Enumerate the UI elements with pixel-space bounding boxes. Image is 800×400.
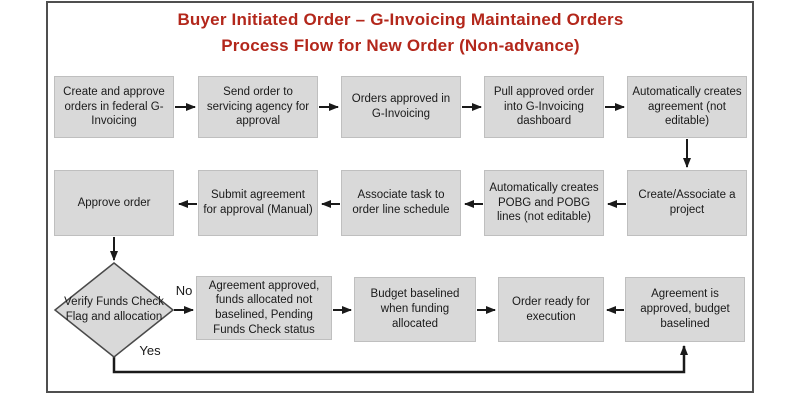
node-associate-task-order-line: Associate task to order line schedule: [341, 170, 461, 236]
branch-label-yes: Yes: [139, 343, 161, 358]
node-pull-approved-order-dashboard: Pull approved order into G-Invoicing das…: [484, 76, 604, 138]
node-send-order-servicing-agency: Send order to servicing agency for appro…: [198, 76, 318, 138]
node-auto-creates-pobg-lines: Automatically creates POBG and POBG line…: [484, 170, 604, 236]
node-order-ready-execution: Order ready for execution: [498, 277, 604, 342]
decision-verify-funds-check: Verify Funds Check Flag and allocation: [64, 296, 164, 323]
node-create-approve-orders: Create and approve orders in federal G-I…: [54, 76, 174, 138]
node-approve-order: Approve order: [54, 170, 174, 236]
node-create-associate-project: Create/Associate a project: [627, 170, 747, 236]
node-budget-baselined-when-funding: Budget baselined when funding allocated: [354, 277, 476, 342]
diagram-title: Buyer Initiated Order – G-Invoicing Main…: [47, 7, 754, 59]
branch-label-no: No: [175, 283, 193, 298]
arrow-decision-yes-to-r3c4: [112, 345, 688, 374]
node-agreement-approved-budget-baselined: Agreement is approved, budget baselined: [625, 277, 745, 342]
decision-diamond-shape: [53, 262, 175, 358]
node-orders-approved-ginvoicing: Orders approved in G-Invoicing: [341, 76, 461, 138]
node-submit-agreement-approval: Submit agreement for approval (Manual): [198, 170, 318, 236]
title-line-2: Process Flow for New Order (Non-advance): [221, 36, 580, 55]
node-auto-creates-agreement: Automatically creates agreement (not edi…: [627, 76, 747, 138]
title-line-1: Buyer Initiated Order – G-Invoicing Main…: [177, 10, 624, 29]
node-agreement-approved-pending-funds: Agreement approved, funds allocated not …: [196, 276, 332, 340]
